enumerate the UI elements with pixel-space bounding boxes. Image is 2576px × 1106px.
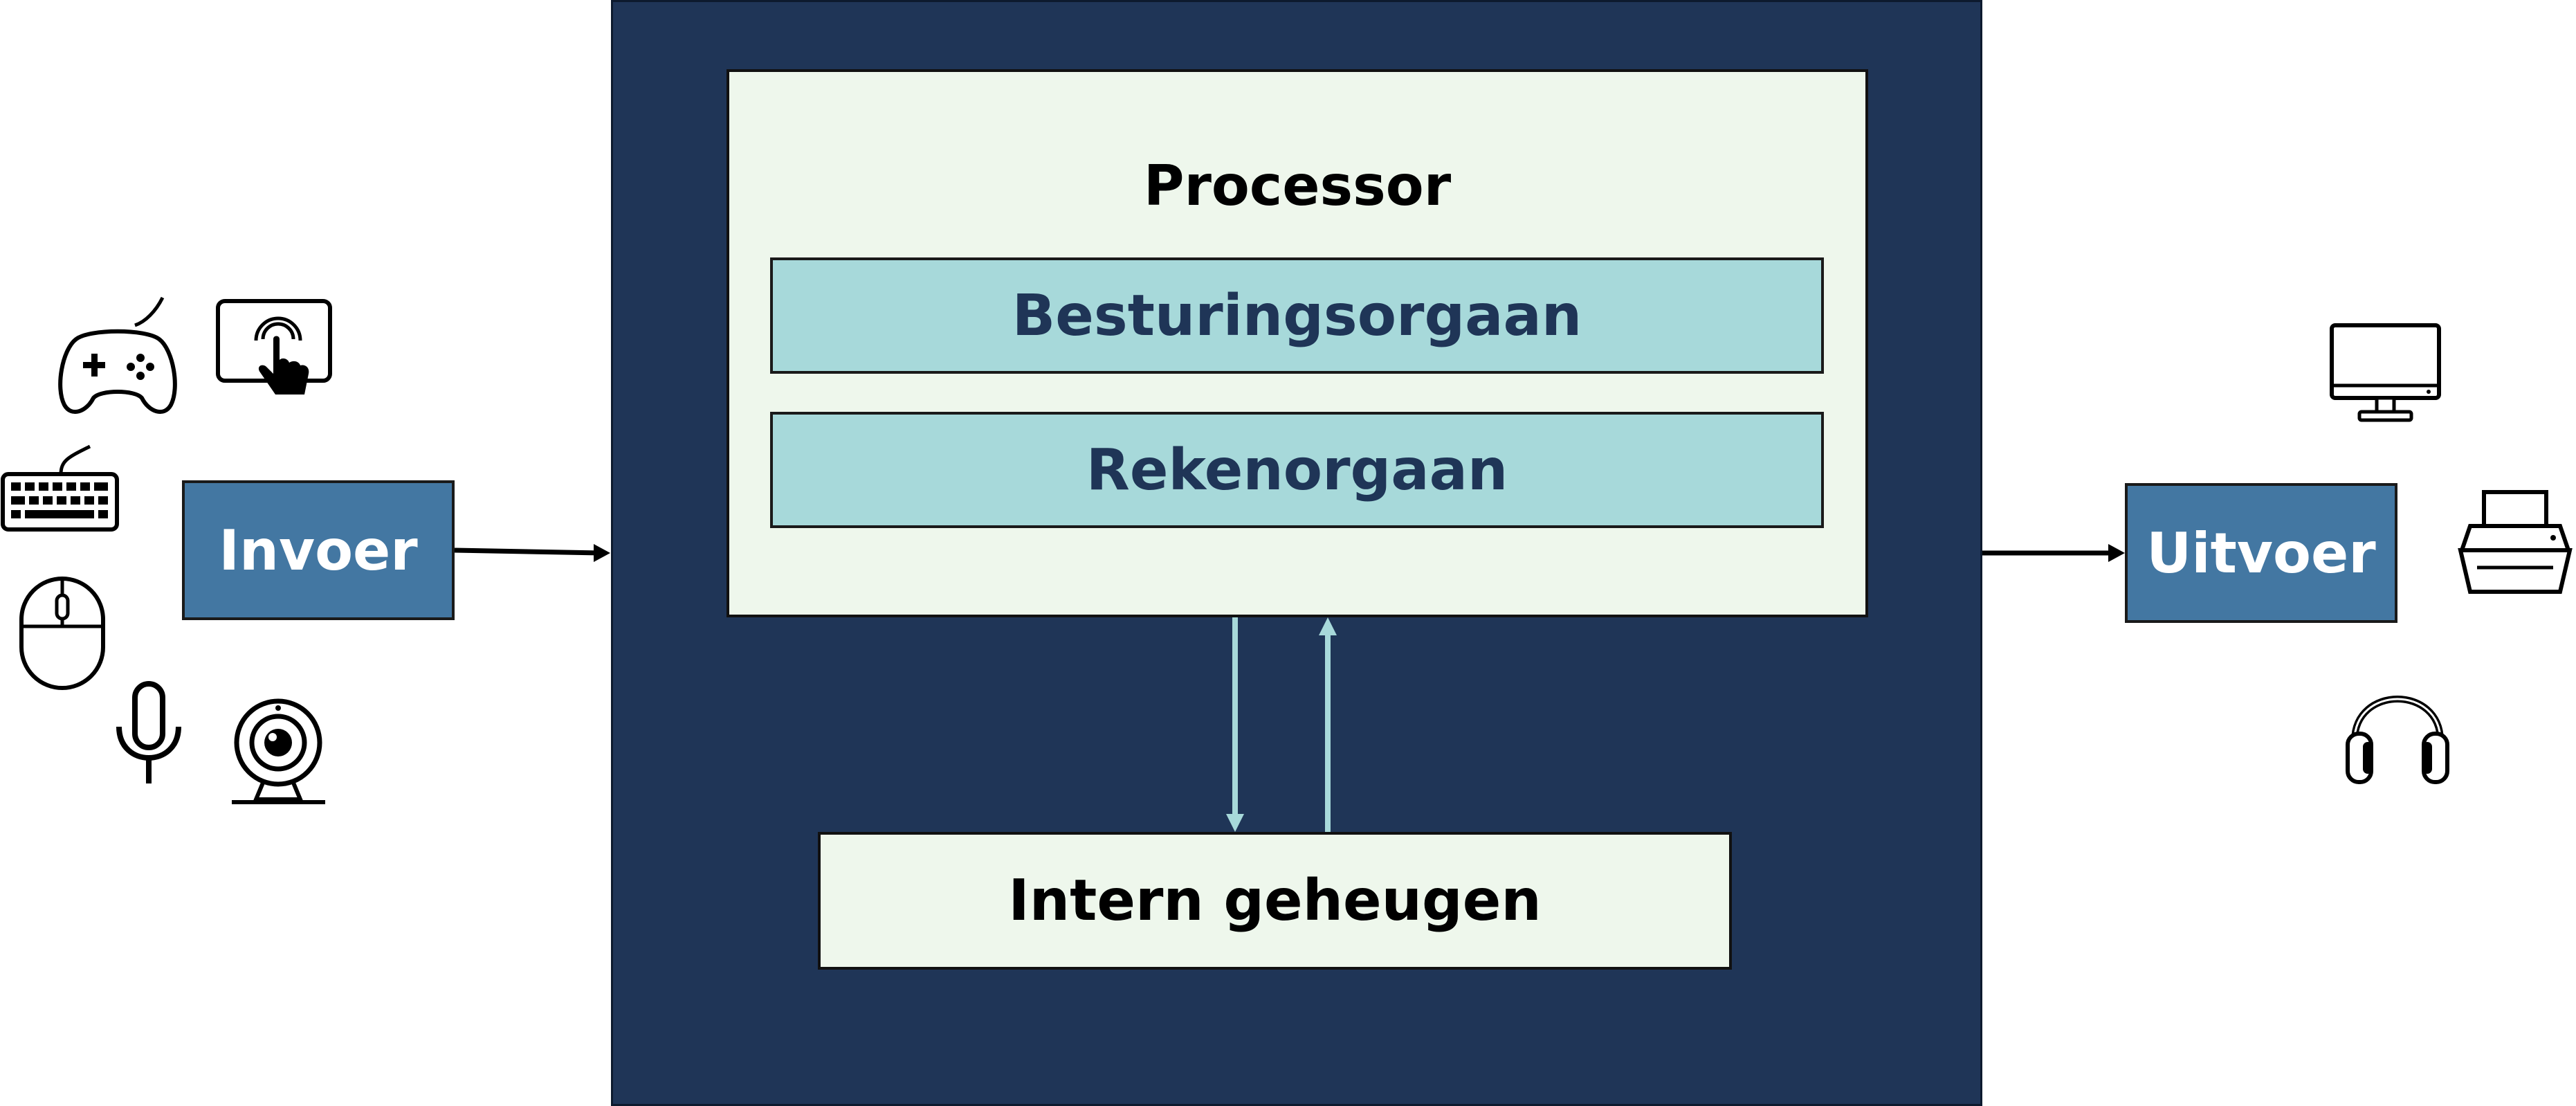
arithmetic-unit-box: Rekenorgaan	[770, 412, 1824, 528]
input-box: Invoer	[182, 480, 455, 620]
headphones-icon	[2346, 696, 2449, 784]
microphone-icon	[116, 681, 181, 783]
keyboard-icon	[1, 444, 119, 532]
control-unit-box: Besturingsorgaan	[770, 257, 1824, 374]
touchscreen-icon	[216, 299, 332, 395]
printer-icon	[2458, 490, 2573, 594]
computer-to-output-arrow	[1982, 544, 2125, 562]
memory-to-processor-arrow	[1319, 617, 1337, 832]
monitor-icon	[2330, 323, 2441, 422]
control-unit-label: Besturingsorgaan	[1012, 282, 1582, 349]
arithmetic-unit-label: Rekenorgaan	[1086, 437, 1508, 503]
input-to-computer-arrow	[454, 544, 610, 562]
output-label: Uitvoer	[2146, 520, 2376, 586]
mouse-icon	[19, 577, 105, 690]
internal-memory-label: Intern geheugen	[1008, 868, 1542, 934]
internal-memory-box: Intern geheugen	[818, 832, 1732, 970]
processor-to-memory-arrow	[1226, 617, 1244, 832]
input-label: Invoer	[219, 518, 418, 583]
webcam-icon	[232, 698, 325, 804]
processor-title: Processor	[1143, 154, 1452, 218]
gamepad-icon	[58, 296, 177, 414]
output-box: Uitvoer	[2125, 483, 2397, 623]
